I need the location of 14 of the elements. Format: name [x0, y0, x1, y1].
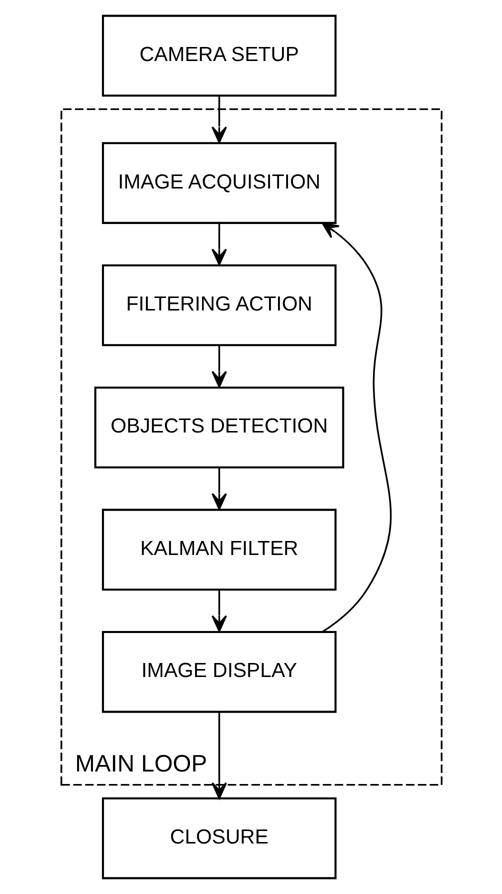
node-box: FILTERING ACTION: [101, 264, 336, 346]
arrow: [211, 96, 226, 144]
arrow: [211, 222, 226, 266]
node-box: IMAGE ACQUISITION: [101, 142, 336, 224]
node-box: KALMAN FILTER: [101, 508, 336, 591]
arrow: [211, 712, 226, 800]
arrow: [211, 467, 226, 510]
node-box: OBJECTS DETECTION: [94, 386, 344, 468]
arrow: [211, 345, 226, 388]
node-box: IMAGE DISPLAY: [101, 631, 336, 713]
arrow: [321, 222, 391, 632]
node-box: CAMERA SETUP: [101, 14, 336, 97]
node-box: CLOSURE: [101, 797, 336, 880]
arrow: [211, 590, 226, 632]
